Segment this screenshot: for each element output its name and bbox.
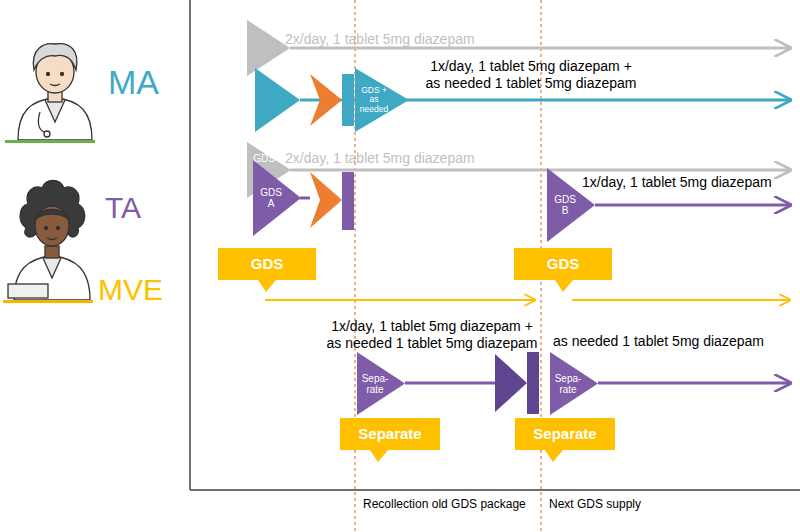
node-text: Sepa-rate	[360, 373, 390, 395]
node-text: GDS	[547, 256, 580, 273]
triangle-outline	[355, 68, 409, 132]
role-label: MA	[108, 62, 159, 103]
stop-bar	[342, 74, 354, 126]
dosage-text: 2x/day, 1 tablet 5mg diazepam	[285, 31, 475, 48]
callout-outline	[515, 418, 615, 462]
triangle-outline	[357, 352, 405, 415]
stop-bar	[342, 172, 354, 230]
callout-box: GDS	[514, 248, 612, 292]
stop-symbol	[310, 172, 342, 228]
role-label: TA	[105, 190, 141, 226]
callout-outline	[514, 248, 612, 292]
callout-box: Separate	[340, 418, 440, 462]
timeline-arrow	[595, 204, 790, 207]
triangle-outline	[253, 160, 301, 236]
timeline-arrow	[290, 169, 790, 172]
dosage-text: 2x/day, 1 tablet 5mg diazepam	[285, 150, 475, 167]
node-text: Sepa-rate	[553, 373, 583, 395]
dosage-text: 1x/day, 1 tablet 5mg diazepam + as neede…	[325, 318, 539, 352]
axis-note: Recollection old GDS package	[361, 497, 528, 511]
callout-outline	[218, 248, 316, 292]
dosage-text: 1x/day, 1 tablet 5mg diazepam + as neede…	[424, 58, 638, 92]
doctor-icon	[5, 44, 95, 143]
start-triangle	[255, 68, 300, 132]
node-text: GDS	[251, 256, 284, 273]
role-label: MVE	[98, 272, 163, 308]
callout-box: Separate	[515, 418, 615, 462]
triangle-shape	[355, 68, 409, 132]
step-triangle: GDS + as needed	[355, 68, 409, 132]
timeline-arrow	[598, 382, 790, 385]
step-triangle: GDS A	[253, 160, 301, 236]
node-text: Separate	[533, 426, 596, 443]
node-text: Separate	[358, 426, 421, 443]
node-text: GDS + as needed	[358, 86, 390, 114]
pharmacist-icon	[3, 181, 93, 304]
stop-bar	[527, 352, 539, 414]
start-triangle	[247, 20, 290, 76]
axis-note: Next GDS supply	[547, 497, 643, 511]
callout-outline	[340, 418, 440, 462]
step-triangle: Sepa-rate	[550, 352, 598, 415]
timeline-line	[405, 382, 495, 385]
node-text: GDS A	[256, 187, 286, 209]
triangle-outline	[550, 352, 598, 415]
stop-symbol	[495, 354, 527, 412]
node-text: GDS B	[550, 194, 580, 216]
x-axis	[190, 489, 800, 491]
timeline-line	[300, 197, 310, 200]
y-axis	[189, 0, 191, 490]
timeline-arrow	[265, 299, 535, 301]
dosage-text: 1x/day, 1 tablet 5mg diazepam	[582, 174, 772, 191]
dosage-text: as needed 1 tablet 5mg diazepam	[553, 333, 764, 350]
timeline-arrow	[572, 299, 790, 301]
stop-symbol	[310, 74, 342, 126]
step-triangle: Sepa-rate	[357, 352, 405, 415]
callout-box: GDS	[218, 248, 316, 292]
